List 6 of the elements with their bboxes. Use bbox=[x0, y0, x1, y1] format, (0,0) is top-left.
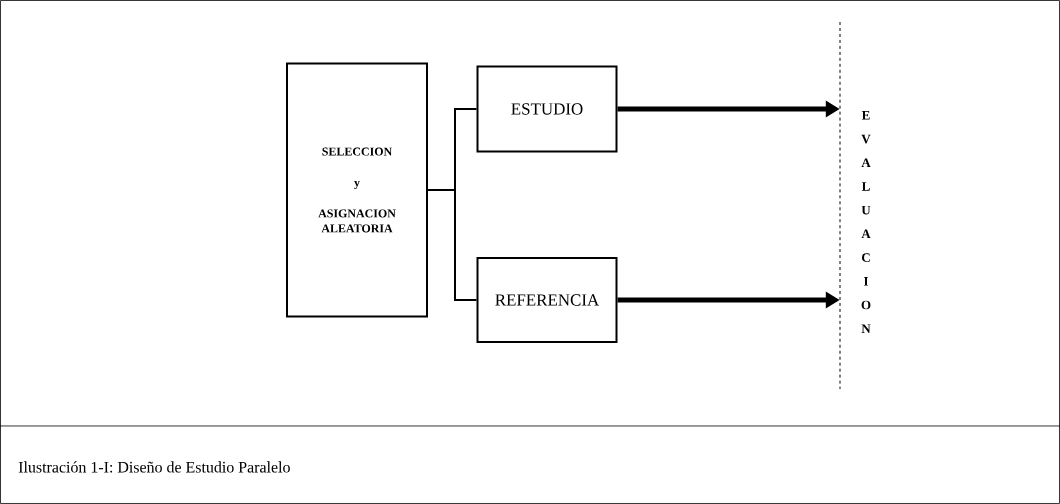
evaluation-line: EVALUACION bbox=[839, 21, 871, 390]
caption: Ilustración 1-I: Diseño de Estudio Paralelo bbox=[18, 461, 290, 473]
process-box: REFERENCIA bbox=[476, 257, 618, 343]
process-box: SELECCION y ASIGNACION ALEATORIA bbox=[286, 62, 428, 318]
process-box: ESTUDIO bbox=[476, 65, 618, 153]
connector bbox=[427, 189, 478, 301]
